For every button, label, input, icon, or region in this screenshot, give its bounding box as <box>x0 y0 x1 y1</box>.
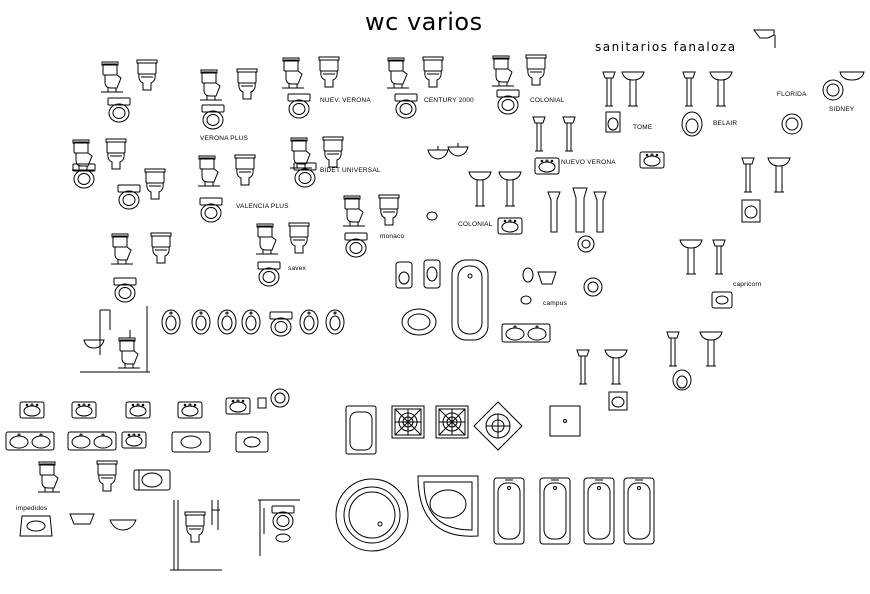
drawing-subtitle: sanitarios fanaloza <box>595 40 737 54</box>
toilet-set-century-2000 <box>386 56 444 119</box>
toilet-set-1 <box>100 59 158 123</box>
shower-row <box>346 402 580 454</box>
toilet-set-verona-plus <box>199 68 258 130</box>
label-verona-plus: VERONA PLUS <box>200 135 249 142</box>
bidet-set-1 <box>71 138 166 210</box>
label-nuev-verona: NUEV. VERONA <box>320 97 371 104</box>
label-impedidos: impedidos <box>16 505 48 512</box>
urinal-campus <box>521 268 602 304</box>
accessible-wc-elevation <box>80 306 150 372</box>
oval-bathtub <box>452 260 488 340</box>
label-tome: TOME <box>633 124 653 131</box>
basin-set-belair <box>682 71 733 136</box>
label-campus: campus <box>543 300 567 307</box>
basin-row-1 <box>19 389 289 419</box>
label-sidney: SIDNEY <box>829 106 855 113</box>
oval-basin <box>402 309 551 343</box>
label-century-2000: CENTURY 2000 <box>424 97 474 104</box>
accessible-wc-front <box>170 500 222 570</box>
wall-fixture-top-right <box>754 30 775 48</box>
label-colonial-mid: COLONIAL <box>458 221 493 228</box>
label-belair: BELAIR <box>713 120 738 127</box>
column-basins <box>548 188 606 252</box>
toilet-set-nuev-verona <box>281 56 340 119</box>
bidet-set-universal <box>289 136 344 188</box>
basin-top-right-mid <box>639 151 665 169</box>
bathtub-row <box>493 477 655 545</box>
toilet-set-monaco <box>342 194 400 258</box>
label-capricorn: capricorn <box>733 281 762 288</box>
drawing-title: wc varios <box>365 8 483 36</box>
toilet-set-colonial <box>491 54 547 115</box>
label-monaco: monaco <box>380 233 405 240</box>
round-bathtub <box>336 479 408 551</box>
label-savex: savex <box>288 265 306 272</box>
accessible-wc-side <box>258 500 300 556</box>
basin-nuevo-verona <box>427 116 576 175</box>
basin-set-capricorn <box>679 239 732 308</box>
bidet-row <box>161 309 345 337</box>
label-nuevo-verona: NUEVO VERONA <box>561 159 616 166</box>
basin-set-tome <box>602 71 645 132</box>
label-colonial-top: COLONIAL <box>530 97 565 104</box>
toilet-set-savex <box>255 222 310 287</box>
label-valencia-plus: VALENCIA PLUS <box>236 203 289 210</box>
basin-set-lower-right <box>666 331 723 390</box>
basin-colonial <box>427 171 523 235</box>
corner-bathtub <box>418 476 478 536</box>
basin-set-florida <box>782 72 864 134</box>
impedidos-toilets <box>37 460 170 493</box>
label-florida: FLORIDA <box>777 91 807 98</box>
corner-basin-top <box>396 260 440 288</box>
vanity-row <box>5 431 268 452</box>
basin-set-bottom-right <box>576 349 628 410</box>
basin-set-mid-right <box>741 157 791 222</box>
toilet-set-3 <box>110 232 172 303</box>
impedidos-basins <box>20 514 136 536</box>
toilet-set-valencia-plus <box>197 154 256 223</box>
label-bidet-universal: BIDET UNIVERSAL <box>320 167 381 174</box>
